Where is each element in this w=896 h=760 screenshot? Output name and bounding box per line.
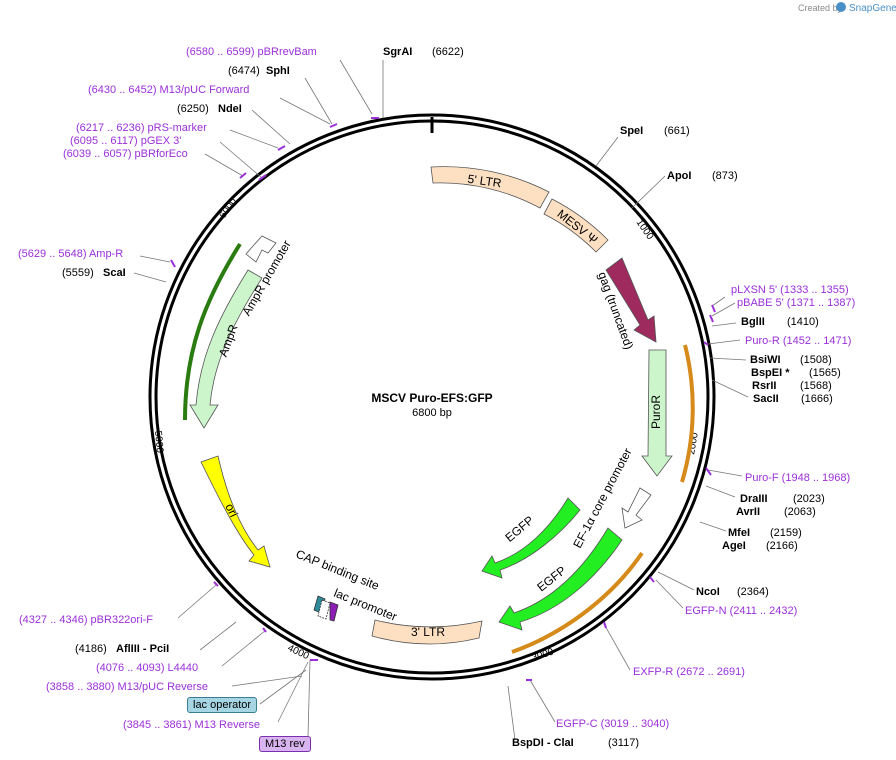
watermark-created-by: Created by [798, 3, 843, 13]
tick-6000: 6000 [217, 196, 239, 221]
primer-egfp-c[interactable]: EGFP-C (3019 .. 3040) [556, 718, 669, 730]
site-ndei-pos: (6250) [177, 103, 209, 115]
site-avrii-name[interactable]: AvrII [736, 506, 760, 518]
feature-5-ltr[interactable] [430, 166, 550, 209]
site-bglii-name[interactable]: BglII [741, 316, 765, 328]
primer-pbabe5[interactable]: pBABE 5' (1371 .. 1387) [737, 297, 855, 309]
feature-puror-label: PuroR [649, 395, 663, 429]
site-bsiwi-name[interactable]: BsiWI [750, 354, 781, 366]
feature-lac-operator-box[interactable] [317, 599, 331, 620]
site-bspei-pos: (1565) [809, 367, 841, 379]
site-draiii-name[interactable]: DraIII [740, 493, 768, 505]
feature-ef1a-label: EF-1α core promoter [570, 446, 634, 551]
site-ncoi-pos: (2364) [737, 586, 769, 598]
site-scai-pos: (5559) [62, 267, 94, 279]
site-sgrai-name[interactable]: SgrAI [383, 46, 412, 58]
lac-operator-button[interactable]: lac operator [187, 697, 258, 713]
feature-gag-truncated[interactable] [605, 257, 657, 343]
site-bspdi-clai-name[interactable]: BspDI - ClaI [512, 737, 574, 749]
primer-amp-r[interactable]: (5629 .. 5648) Amp-R [18, 248, 123, 260]
snapgene-logo-icon [836, 2, 846, 12]
site-mfei-pos: (2159) [770, 527, 802, 539]
site-bglii-pos: (1410) [787, 316, 819, 328]
primer-m13-puc-reverse[interactable]: (3858 .. 3880) M13/pUC Reverse [46, 681, 208, 693]
primer-m13-puc-forward[interactable]: (6430 .. 6452) M13/pUC Forward [88, 84, 249, 96]
site-apoi-pos: (873) [712, 170, 738, 182]
primer-pgex3[interactable]: (6095 .. 6117) pGEX 3' [70, 135, 181, 147]
site-ncoi-name[interactable]: NcoI [696, 586, 720, 598]
site-draiii-pos: (2023) [793, 493, 825, 505]
site-afliii-pcii-name[interactable]: AflIII - PciI [116, 643, 169, 655]
feature-ampr-promoter[interactable] [245, 235, 277, 263]
site-avrii-pos: (2063) [784, 506, 816, 518]
primer-plxsn5[interactable]: pLXSN 5' (1333 .. 1355) [731, 284, 849, 296]
primer-puro-r[interactable]: Puro-R (1452 .. 1471) [745, 335, 851, 347]
feature-egfp-2[interactable] [498, 527, 623, 631]
primer-span-ampr [183, 242, 242, 421]
primer-puro-f[interactable]: Puro-F (1948 .. 1968) [745, 472, 850, 484]
primer-m13-reverse[interactable]: (3845 .. 3861) M13 Reverse [123, 719, 260, 731]
site-mfei-name[interactable]: MfeI [728, 527, 750, 539]
site-agei-pos: (2166) [766, 540, 798, 552]
watermark-brand: SnapGene [849, 3, 896, 14]
tick-5000: 5000 [152, 430, 165, 454]
feature-ori[interactable] [200, 455, 271, 568]
site-rsrii-pos: (1568) [800, 380, 832, 392]
site-spei-name[interactable]: SpeI [620, 125, 643, 137]
primer-ticks [170, 117, 716, 681]
feature-ef1a-promoter[interactable] [621, 487, 652, 529]
feature-mesv-psi[interactable] [543, 198, 609, 253]
feature-egfp-1-label: EGFP [502, 513, 536, 545]
site-rsrii-name[interactable]: RsrII [752, 380, 776, 392]
primer-span-puro [680, 344, 695, 483]
feature-puror[interactable] [641, 349, 673, 477]
site-apoi-name[interactable]: ApoI [667, 170, 691, 182]
site-sacii-name[interactable]: SacII [753, 393, 779, 405]
leader-lines [133, 59, 749, 741]
site-sphi-pos: (6474) [228, 65, 260, 77]
site-bspei-name[interactable]: BspEI * [751, 367, 790, 379]
tick-3000: 3000 [531, 646, 556, 663]
site-scai-name[interactable]: ScaI [103, 267, 126, 279]
feature-egfp-1[interactable] [481, 497, 581, 579]
m13-rev-button[interactable]: M13 rev [259, 736, 311, 752]
site-ndei-name[interactable]: NdeI [218, 103, 242, 115]
site-sacii-pos: (1666) [801, 393, 833, 405]
feature-3-ltr-label: 3' LTR [411, 625, 445, 639]
site-bspdi-clai-pos: (3117) [608, 737, 639, 749]
site-sgrai-pos: (6622) [432, 46, 464, 58]
plasmid-name: MSCV Puro-EFS:GFP [371, 391, 492, 405]
site-afliii-pos: (4186) [75, 643, 107, 655]
feature-lac-promoter-label: lac promoter [332, 586, 399, 624]
primer-prs-marker[interactable]: (6217 .. 6236) pRS-marker [76, 122, 207, 134]
feature-ampr[interactable] [189, 269, 263, 429]
plasmid-size: 6800 bp [412, 407, 452, 419]
feature-3-ltr[interactable] [371, 619, 483, 645]
feature-5-ltr-label: 5' LTR [467, 172, 503, 191]
primer-l4440[interactable]: (4076 .. 4093) L4440 [96, 662, 198, 674]
tick-4000: 4000 [286, 643, 311, 663]
site-bsiwi-pos: (1508) [800, 354, 832, 366]
feature-lac-promoter[interactable] [329, 601, 339, 622]
primer-egfp-n[interactable]: EGFP-N (2411 .. 2432) [685, 605, 797, 617]
site-agei-name[interactable]: AgeI [722, 540, 746, 552]
site-sphi-name[interactable]: SphI [266, 65, 290, 77]
primer-span-egfp [511, 551, 644, 654]
primer-pbrforeco[interactable]: (6039 .. 6057) pBRforEco [63, 148, 188, 160]
primer-pbr322ori-f[interactable]: (4327 .. 4346) pBR322ori-F [19, 614, 153, 626]
primer-exfp-r[interactable]: EXFP-R (2672 .. 2691) [633, 666, 745, 678]
primer-pbrrevbam[interactable]: (6580 .. 6599) pBRrevBam [186, 46, 317, 58]
feature-ori-label: ori [222, 501, 240, 519]
backbone-outer [148, 113, 716, 681]
site-spei-pos: (661) [664, 125, 690, 137]
